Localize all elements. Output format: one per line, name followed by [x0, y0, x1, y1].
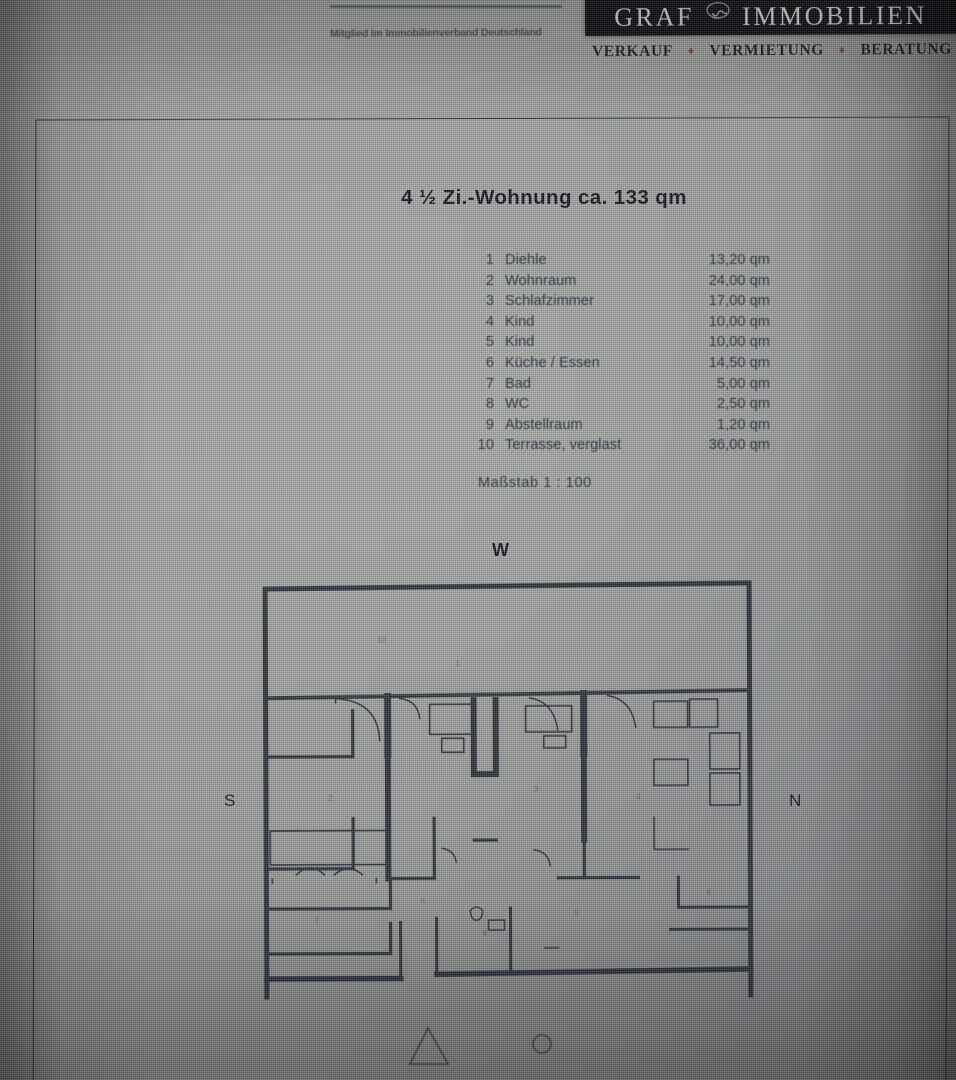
legend-area: 1,20 qm [716, 416, 770, 433]
letterhead: Mitglied im Immobilienverband Deutschlan… [0, 0, 956, 96]
bottom-symbols [400, 1022, 580, 1074]
legend-row: 7 Bad 5,00 qm [470, 376, 770, 397]
legend-row: 1 Diehle 13,20 qm [470, 252, 770, 273]
legend-number: 7 [485, 375, 494, 392]
tagline-word-beratung: BERATUNG [860, 40, 953, 59]
legend-room: Abstellraum [505, 416, 583, 433]
outer-wall [262, 580, 754, 1000]
svg-text:1: 1 [455, 659, 460, 668]
diamond-separator-icon-2: ♦ [838, 41, 846, 57]
page-title: 4 ½ Zi.-Wohnung ca. 133 qm [401, 186, 687, 209]
lower-right-walls [669, 875, 753, 931]
legend-room: WC [505, 396, 530, 413]
legend-row: 10 Terrasse, verglast 36,00 qm [470, 437, 770, 458]
legend-row: 5 Kind 10,00 qm [470, 334, 770, 355]
legend-number: 4 [485, 313, 494, 330]
svg-text:2: 2 [328, 794, 333, 803]
legend-room: Kind [505, 313, 535, 330]
legend-room: Diehle [505, 252, 547, 268]
kitchen-fixtures [428, 703, 573, 754]
bath-fixtures-left [269, 829, 390, 884]
partition-walls [264, 709, 640, 956]
legend-area: 5,00 qm [716, 375, 770, 392]
tagline-word-verkauf: VERKAUF [591, 42, 673, 61]
door-swings [334, 694, 637, 867]
legend-number: 2 [485, 272, 494, 289]
circle-outline-icon [532, 1034, 552, 1054]
bottom-wall-stub [399, 906, 513, 980]
legend-row: 9 Abstellraum 1,20 qm [470, 417, 770, 438]
structural-piers [384, 690, 588, 759]
legend-room: Wohnraum [505, 272, 577, 289]
legend-row: 8 WC 2,50 qm [470, 396, 770, 417]
legend-number: 8 [485, 396, 494, 413]
svg-text:3: 3 [534, 785, 539, 794]
legend-number: 1 [485, 252, 494, 268]
legend-room: Kind [505, 334, 535, 351]
bath-fixtures-right [652, 698, 741, 851]
triangle-outline-icon [408, 1026, 450, 1065]
svg-text:7: 7 [315, 916, 320, 925]
wc-fixtures [469, 906, 560, 949]
terrace-divider-wall [264, 689, 751, 701]
legend-number: 6 [485, 354, 494, 371]
brand-tagline: VERKAUF ♦ VERMIETUNG ♦ BERATUNG [592, 41, 952, 62]
legend-area: 10,00 qm [708, 334, 770, 351]
legend-room: Terrasse, verglast [505, 437, 622, 454]
room-legend: 1 Diehle 13,20 qm 2 Wohnraum 24,00 qm 3 … [470, 252, 770, 458]
interior-bearing-walls [384, 697, 588, 882]
legend-room: Küche / Essen [505, 354, 600, 371]
svg-text:9: 9 [575, 909, 580, 918]
plan-room-numbers: 1 2 3 4 5 6 7 8 9 10 [315, 636, 712, 939]
legend-area: 36,00 qm [708, 437, 770, 454]
brand-name-left: GRAF [614, 2, 695, 32]
legend-area: 24,00 qm [708, 272, 770, 289]
legend-area: 2,50 qm [716, 396, 770, 413]
scale-note: Maßstab 1 : 100 [478, 475, 592, 491]
brand-bar: GRAF IMMOBILIEN [585, 0, 956, 36]
legend-row: 6 Küche / Essen 14,50 qm [470, 355, 770, 376]
svg-text:4: 4 [636, 792, 641, 801]
legend-room: Bad [505, 375, 532, 392]
floor-plan-svg: 1 2 3 4 5 6 7 8 9 10 [262, 580, 754, 1000]
compass-label-north: N [789, 791, 802, 810]
compass-label-west: W [492, 540, 509, 560]
legend-row: 2 Wohnraum 24,00 qm [470, 273, 770, 294]
swan-emblem [703, 1, 733, 27]
terrace-glazing [264, 688, 751, 698]
membership-note: Mitglied im Immobilienverband Deutschlan… [329, 26, 542, 40]
legend-area: 10,00 qm [708, 313, 770, 330]
svg-text:10: 10 [377, 636, 386, 645]
legend-number: 5 [485, 334, 494, 351]
floor-plan-drawing: 1 2 3 4 5 6 7 8 9 10 [257, 577, 759, 1011]
legend-number: 10 [477, 437, 494, 454]
tagline-word-vermietung: VERMIETUNG [709, 41, 824, 60]
legend-number: 9 [485, 416, 494, 433]
compass-label-south: S [224, 791, 236, 810]
bottom-wall [264, 966, 754, 982]
legend-number: 3 [485, 293, 494, 310]
diamond-separator-icon: ♦ [687, 43, 695, 58]
legend-room: Schlafzimmer [505, 293, 595, 310]
svg-text:6: 6 [706, 888, 711, 897]
legend-area: 14,50 qm [708, 354, 770, 371]
svg-text:5: 5 [420, 897, 425, 906]
brand-name-right: IMMOBILIEN [741, 0, 928, 32]
legend-area: 13,20 qm [708, 252, 770, 268]
legend-row: 3 Schlafzimmer 17,00 qm [470, 293, 770, 314]
legend-area: 17,00 qm [708, 293, 770, 310]
legend-row: 4 Kind 10,00 qm [470, 314, 770, 335]
svg-text:8: 8 [483, 929, 488, 938]
letterhead-rule [330, 5, 562, 8]
